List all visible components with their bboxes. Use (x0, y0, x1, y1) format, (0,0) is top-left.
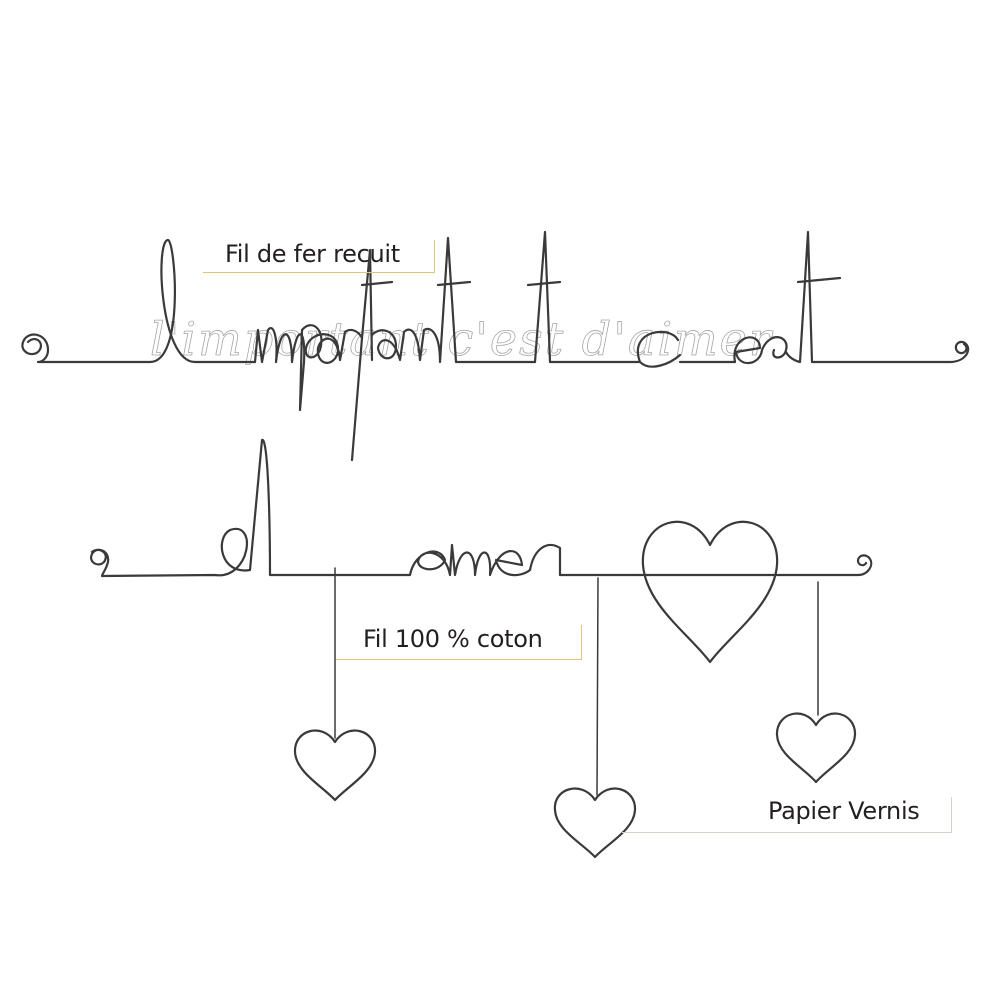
label-thread: Fil 100 % coton (363, 625, 543, 653)
heart-small-left (293, 729, 377, 802)
label-paper: Papier Vernis (768, 797, 920, 825)
label-wire-rule-vertical (434, 240, 435, 272)
label-wire-rule (203, 272, 435, 273)
thread-middle (596, 577, 599, 796)
label-paper-rule-vertical (951, 797, 952, 832)
label-paper-rule (622, 832, 952, 833)
label-thread-rule (336, 659, 582, 660)
top-wire-line (21, 230, 970, 462)
heart-large (641, 520, 779, 664)
heart-small-middle (553, 787, 637, 859)
heart-small-right (775, 712, 857, 784)
label-wire: Fil de fer recuit (225, 240, 400, 268)
bottom-wire-line (90, 438, 873, 578)
wire-lettering: l'important c'est d'aimer (150, 312, 774, 366)
label-thread-rule-vertical (581, 625, 582, 659)
